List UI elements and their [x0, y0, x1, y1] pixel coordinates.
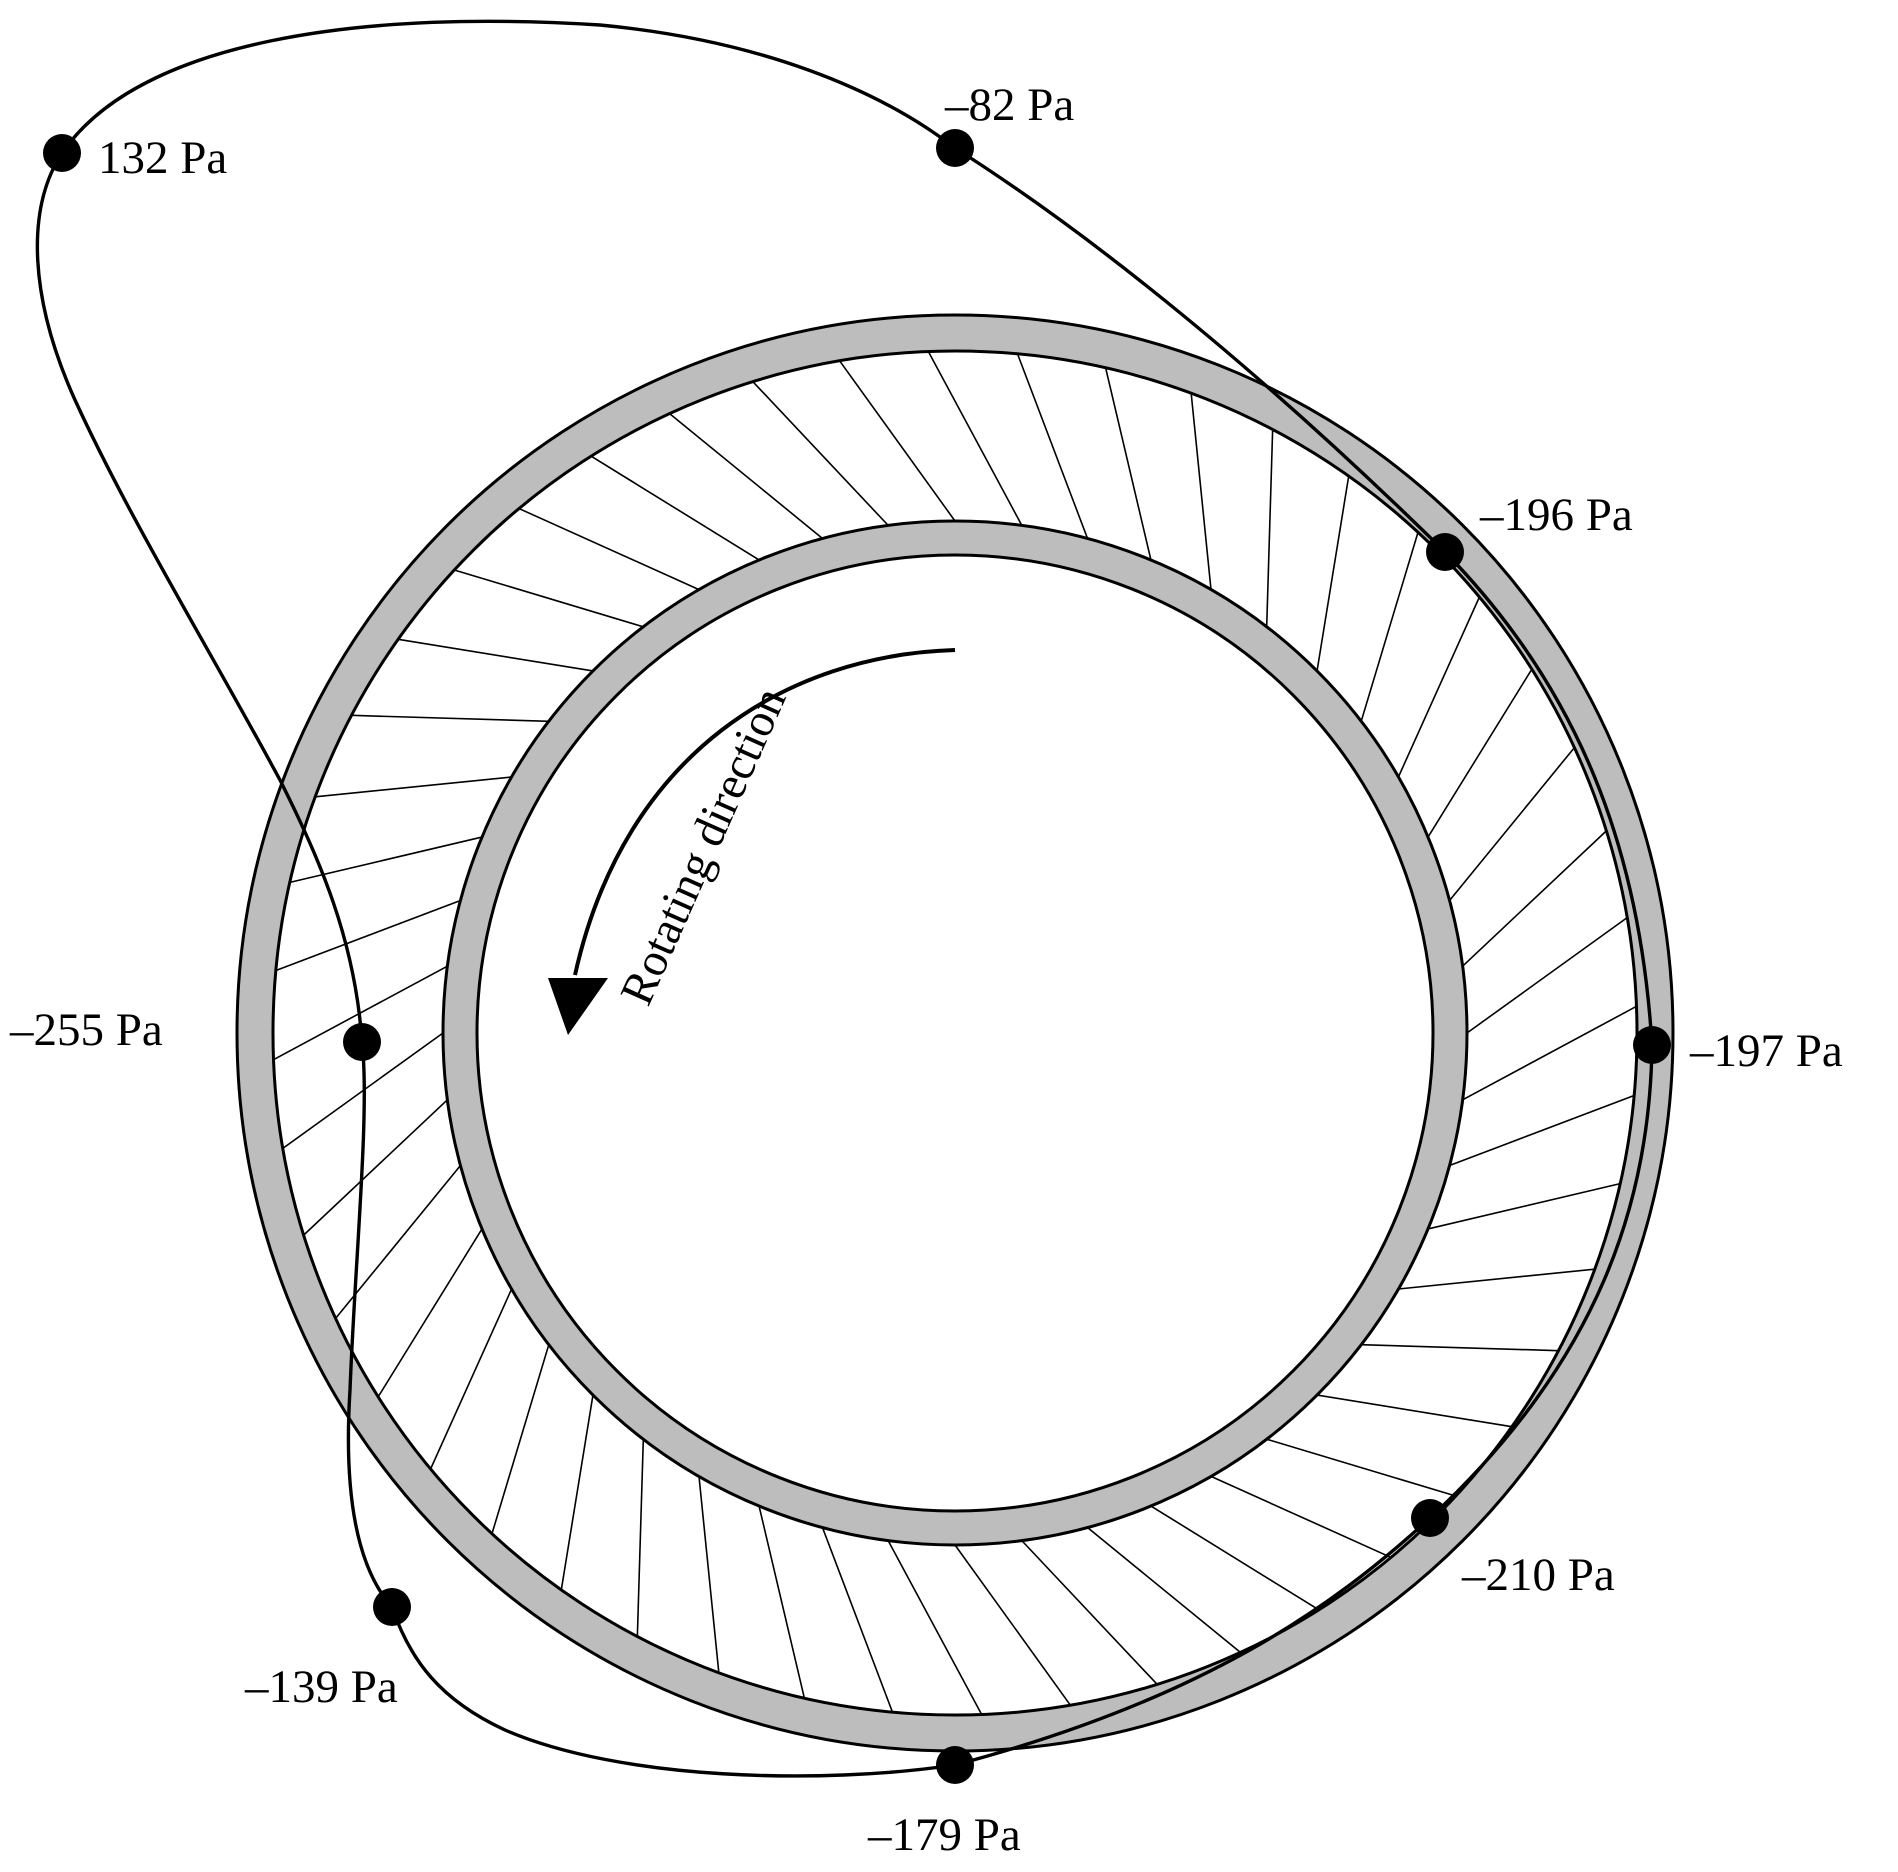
- vane: [397, 638, 594, 672]
- inner-ring: [441, 519, 1469, 1547]
- vane: [1266, 1438, 1456, 1497]
- vane: [1397, 596, 1481, 778]
- point-bottom: [936, 1746, 974, 1784]
- point-top-left: [43, 134, 81, 172]
- point-lower-left: [373, 1588, 411, 1626]
- vane: [275, 899, 461, 972]
- vane: [1210, 1475, 1392, 1559]
- vane: [1427, 668, 1533, 838]
- vane: [927, 351, 1023, 526]
- vane: [1361, 1343, 1559, 1352]
- vane: [1398, 1268, 1595, 1290]
- label-lower-right: –210 Pa: [1461, 1549, 1615, 1601]
- vane: [315, 776, 512, 798]
- label-top-left: 132 Pa: [98, 132, 227, 184]
- vane: [351, 714, 549, 723]
- vane: [377, 1228, 483, 1398]
- vane: [590, 455, 760, 561]
- label-right: –197 Pa: [1689, 1025, 1843, 1077]
- vane: [1427, 1182, 1621, 1230]
- vane: [1104, 367, 1152, 561]
- vane: [518, 507, 700, 591]
- vane-group: [273, 351, 1637, 1715]
- vane: [1021, 1540, 1158, 1685]
- vane: [698, 1476, 720, 1673]
- vane: [669, 412, 823, 540]
- vane: [887, 1540, 983, 1715]
- point-lower-right: [1411, 1499, 1449, 1537]
- label-top: –82 Pa: [944, 79, 1074, 131]
- rotating-direction-label: Rotating direction: [611, 680, 797, 1012]
- vane: [758, 1505, 806, 1699]
- vane: [838, 360, 956, 522]
- vane: [1466, 916, 1628, 1034]
- vane: [1462, 830, 1607, 967]
- vane: [429, 1288, 513, 1470]
- point-top: [936, 129, 974, 167]
- vane: [491, 1344, 550, 1534]
- vane: [1190, 393, 1212, 590]
- label-upper-right: –196 Pa: [1479, 489, 1633, 541]
- vane: [1087, 1526, 1241, 1654]
- pressure-points: [43, 129, 1671, 1784]
- point-upper-right: [1426, 533, 1464, 571]
- rotation-arrow: [548, 648, 956, 1035]
- vane: [1316, 475, 1350, 672]
- vane: [1462, 1005, 1637, 1101]
- vane: [1316, 1394, 1513, 1428]
- vane: [752, 381, 889, 526]
- vane: [1265, 429, 1274, 627]
- vane: [954, 1544, 1072, 1706]
- point-left: [343, 1023, 381, 1061]
- vane: [1448, 747, 1576, 901]
- vane: [1150, 1505, 1320, 1611]
- label-left: –255 Pa: [9, 1004, 163, 1056]
- vane: [821, 1527, 894, 1713]
- vane: [1016, 353, 1089, 539]
- label-lower-left: –139 Pa: [244, 1661, 398, 1713]
- vane: [303, 1099, 448, 1236]
- vane: [560, 1394, 594, 1591]
- vane: [1360, 532, 1419, 722]
- label-bottom: –179 Pa: [867, 1809, 1021, 1861]
- point-right: [1633, 1026, 1671, 1064]
- vane: [1449, 1094, 1635, 1167]
- vane: [454, 569, 644, 628]
- vane: [636, 1439, 645, 1637]
